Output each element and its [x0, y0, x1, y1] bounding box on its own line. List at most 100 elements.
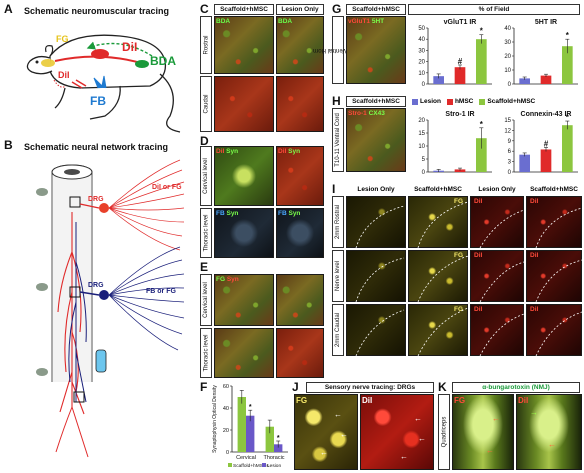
bar — [246, 415, 255, 452]
j-arrow-4: ← — [414, 414, 422, 423]
panel-a-title: Schematic neuromuscular tracing — [24, 6, 170, 16]
y-tick-label: 15 — [418, 131, 425, 137]
micro-e-thoracic-lesion — [276, 328, 324, 378]
panel-i-row1: 2mm Rostral — [332, 196, 344, 248]
label-bda-a: BDA — [150, 54, 176, 68]
significance-mark: * — [277, 435, 280, 442]
bar — [519, 78, 530, 84]
y-tick-label: 40 — [418, 37, 425, 43]
panel-k-title: α-bungarotoxin (NMJ) — [452, 382, 580, 393]
label-dil-a: DiI — [122, 40, 138, 54]
panel-d-row2: Thoracic level — [200, 208, 212, 258]
i-fg-1: FG — [454, 198, 464, 205]
micro-i-r1-c2 — [408, 196, 468, 248]
i-dil-2: DiI — [474, 252, 483, 259]
panel-d-row1: Cervical level — [200, 146, 212, 206]
i-dil-6: DiI — [530, 306, 539, 313]
micro-h — [346, 108, 406, 172]
bar — [540, 149, 552, 172]
micro-i-r2-c1 — [346, 250, 406, 302]
panel-g-hdr1: Scaffold+hMSC — [346, 4, 406, 15]
d-stain-3: FB Syn — [216, 210, 239, 217]
label-drg-2: DRG — [88, 282, 104, 289]
panel-i-row3: 2mm Caudal — [332, 304, 344, 356]
x-tick-label: Thoracic — [263, 455, 284, 461]
panel-d-letter: D — [200, 134, 209, 148]
y-tick-label: 30 — [418, 48, 425, 54]
significance-mark: # — [544, 139, 549, 148]
panel-e-letter: E — [200, 260, 209, 274]
j-arrow-3: ← — [320, 448, 328, 457]
y-tick-label: 0 — [226, 450, 229, 456]
y-tick-label: 15 — [504, 118, 511, 124]
legend-swatch — [479, 98, 486, 105]
micro-i-r2-c3 — [470, 250, 524, 302]
micro-i-r3-c1 — [346, 304, 406, 356]
micro-i-r1-c3 — [470, 196, 524, 248]
h-stain: Stro-1 CX43 — [348, 110, 385, 117]
c-stain-2: BDA — [278, 18, 293, 25]
bar — [433, 76, 444, 84]
y-tick-label: 10 — [418, 144, 425, 150]
panel-i-outlines — [355, 201, 582, 356]
i-dil-3: DiI — [474, 306, 483, 313]
panel-c-col2: Lesion Only — [276, 4, 324, 15]
y-tick-label: 0 — [422, 82, 426, 88]
panel-h-letter: H — [332, 94, 341, 108]
e-stain-1: FG Syn — [216, 276, 239, 283]
y-tick-label: 5 — [422, 157, 426, 163]
micro-c-rostral-lesion — [276, 16, 324, 74]
bar — [519, 154, 530, 172]
bar — [476, 138, 487, 172]
micro-i-r2-c2 — [408, 250, 468, 302]
significance-mark: * — [249, 404, 252, 411]
j-arrow-1: ← — [334, 410, 342, 419]
significance-mark: * — [480, 27, 484, 36]
legend-swatch — [262, 463, 266, 467]
y-tick-label: 10 — [504, 68, 511, 74]
micro-d-thoracic-lesion — [276, 208, 324, 258]
y-tick-label: 60 — [223, 384, 229, 390]
panel-g-letter: G — [332, 2, 342, 16]
k-dil: DiI — [518, 396, 529, 405]
micro-i-r3-c3 — [470, 304, 524, 356]
legend-item: hMSC — [446, 98, 473, 105]
k-arrow-3: → — [530, 408, 538, 417]
legend-label: Scaffold+hMSCs — [233, 463, 269, 469]
panel-f-letter: F — [200, 380, 208, 394]
panel-i-hdr2: Scaffold+hMSC — [414, 186, 462, 193]
micro-c-rostral-scaffold — [214, 16, 274, 74]
panel-h-row: T10-11 Ventral Cord — [332, 108, 344, 172]
significance-mark: # — [458, 57, 463, 66]
micro-i-r3-c2 — [408, 304, 468, 356]
micro-c-caudal-lesion — [276, 76, 324, 132]
micro-k-fg — [452, 394, 514, 470]
legend-item: Scaffold+hMSC — [479, 98, 535, 105]
i-fg-2: FG — [454, 252, 464, 259]
label-dil2-a: DiI — [58, 70, 70, 80]
panel-i-row2: Nerve level — [332, 250, 344, 302]
y-tick-label: 20 — [418, 60, 425, 66]
j-arrow-2: ← — [340, 430, 348, 439]
panel-i-hdr3: Lesion Only — [478, 186, 516, 193]
panel-a-letter: A — [4, 2, 13, 16]
x-tick-label: Cervical — [236, 455, 256, 461]
bar — [454, 67, 466, 84]
bar — [265, 426, 274, 452]
panel-i-hdr4: Scaffold+hMSC — [530, 186, 578, 193]
y-tick-label: 3 — [508, 160, 512, 166]
j-fg: FG — [296, 396, 308, 405]
micro-d-cervical-lesion — [276, 146, 324, 206]
label-fb-or-fg: FB or FG — [146, 288, 176, 295]
panel-c-row1: Rostral — [200, 16, 212, 74]
chart-f: Synaptophysin Optical Density0204060*Cer… — [212, 384, 288, 469]
d-stain-4: FB Syn — [278, 210, 301, 217]
neural-network-schematic — [36, 159, 185, 458]
bar-legend: Lesion hMSC Scaffold+hMSC — [412, 98, 535, 105]
y-tick-label: 0 — [508, 82, 512, 88]
legend-label: Lesion — [420, 98, 441, 105]
micro-e-cervical-scaffold — [214, 274, 274, 326]
